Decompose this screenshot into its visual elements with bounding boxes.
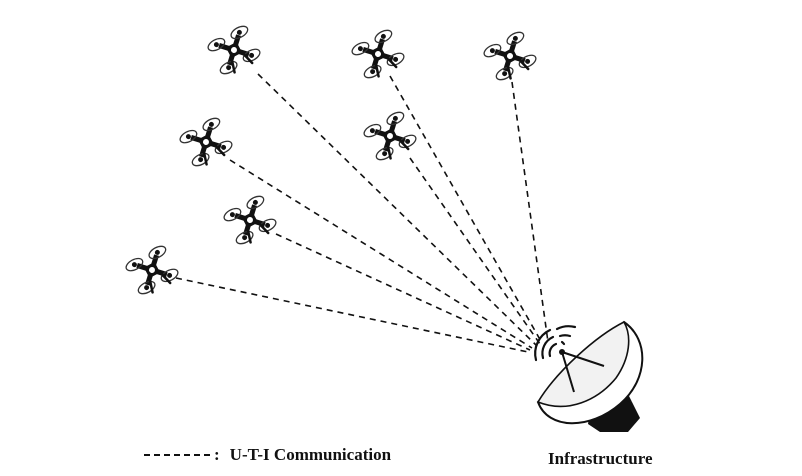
drone-icon (482, 30, 539, 84)
drone-icon (178, 116, 235, 170)
uti-link-1 (257, 73, 537, 346)
uti-link-7 (175, 277, 529, 353)
infrastructure-label: Infrastructure (548, 449, 653, 468)
drone-icon (362, 110, 419, 164)
legend-colon: : (214, 445, 220, 464)
drone-icon (206, 24, 263, 78)
uti-link-2 (389, 75, 543, 344)
legend-label: U-T-I Communication (229, 445, 392, 464)
uti-link-4 (229, 159, 533, 349)
uti-links (175, 73, 549, 353)
uti-link-3 (511, 81, 549, 343)
drone-icon (350, 28, 407, 82)
drone-icon (124, 244, 181, 298)
uti-link-5 (409, 157, 541, 345)
drones (124, 24, 539, 298)
drone-icon (222, 194, 279, 248)
legend-dashed-line (144, 454, 210, 456)
uti-link-6 (275, 233, 531, 351)
legend: : U-T-I Communication (144, 444, 391, 466)
satellite-dish-icon (534, 320, 644, 432)
